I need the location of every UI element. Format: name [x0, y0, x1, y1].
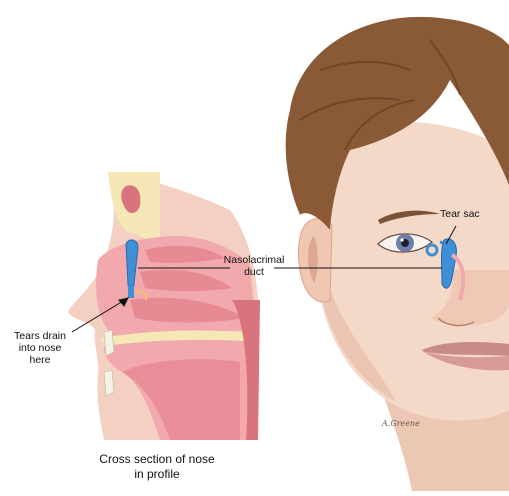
upper-tooth	[103, 329, 115, 357]
label-nasolacrimal-line2: duct	[244, 266, 264, 278]
label-tear-sac: Tear sac	[440, 208, 480, 220]
pharynx	[232, 300, 260, 440]
turbinate-upper	[145, 245, 225, 263]
hair	[285, 16, 509, 231]
section-duct	[125, 239, 147, 301]
ear-inner	[307, 236, 318, 283]
hair-strands	[299, 39, 461, 151]
pointer-lines	[71, 225, 457, 333]
jaw-shadow	[322, 290, 396, 402]
tear-sac-pointer	[445, 225, 457, 245]
face-duct	[425, 238, 466, 301]
label-tears-line1: Tears drain	[14, 330, 66, 342]
artist-signature: A.Greene	[381, 419, 420, 428]
hard-palate	[100, 330, 255, 346]
lower-lip	[424, 352, 509, 371]
label-nasolacrimal-duct: Nasolacrimal duct	[222, 254, 286, 278]
turbinate-middle	[140, 269, 232, 291]
label-nasolacrimal-line1: Nasolacrimal	[223, 254, 285, 266]
frontal-sinus	[121, 185, 141, 214]
label-tears-line2: into nose	[18, 342, 62, 354]
figure-caption: Cross section of nose in profile	[82, 452, 232, 482]
nostril	[437, 317, 475, 327]
caption-line1: Cross section of nose	[99, 452, 215, 466]
nose-cross-section	[68, 172, 260, 440]
caption-line2: in profile	[134, 467, 180, 481]
nose	[430, 270, 509, 326]
upper-lip	[422, 342, 509, 356]
turbinate-lower	[130, 297, 245, 323]
lower-tooth	[103, 369, 115, 397]
eyebrow	[378, 210, 440, 224]
tear-sac-shape	[441, 238, 457, 289]
tears-drain-pointer	[71, 297, 129, 333]
label-tears-drain: Tears drain into nose here	[6, 330, 74, 366]
face-illustration: A.Greene	[285, 16, 509, 491]
tongue	[122, 359, 240, 440]
tears-drain-arrowhead	[118, 297, 129, 307]
label-tears-line3: here	[29, 354, 51, 366]
